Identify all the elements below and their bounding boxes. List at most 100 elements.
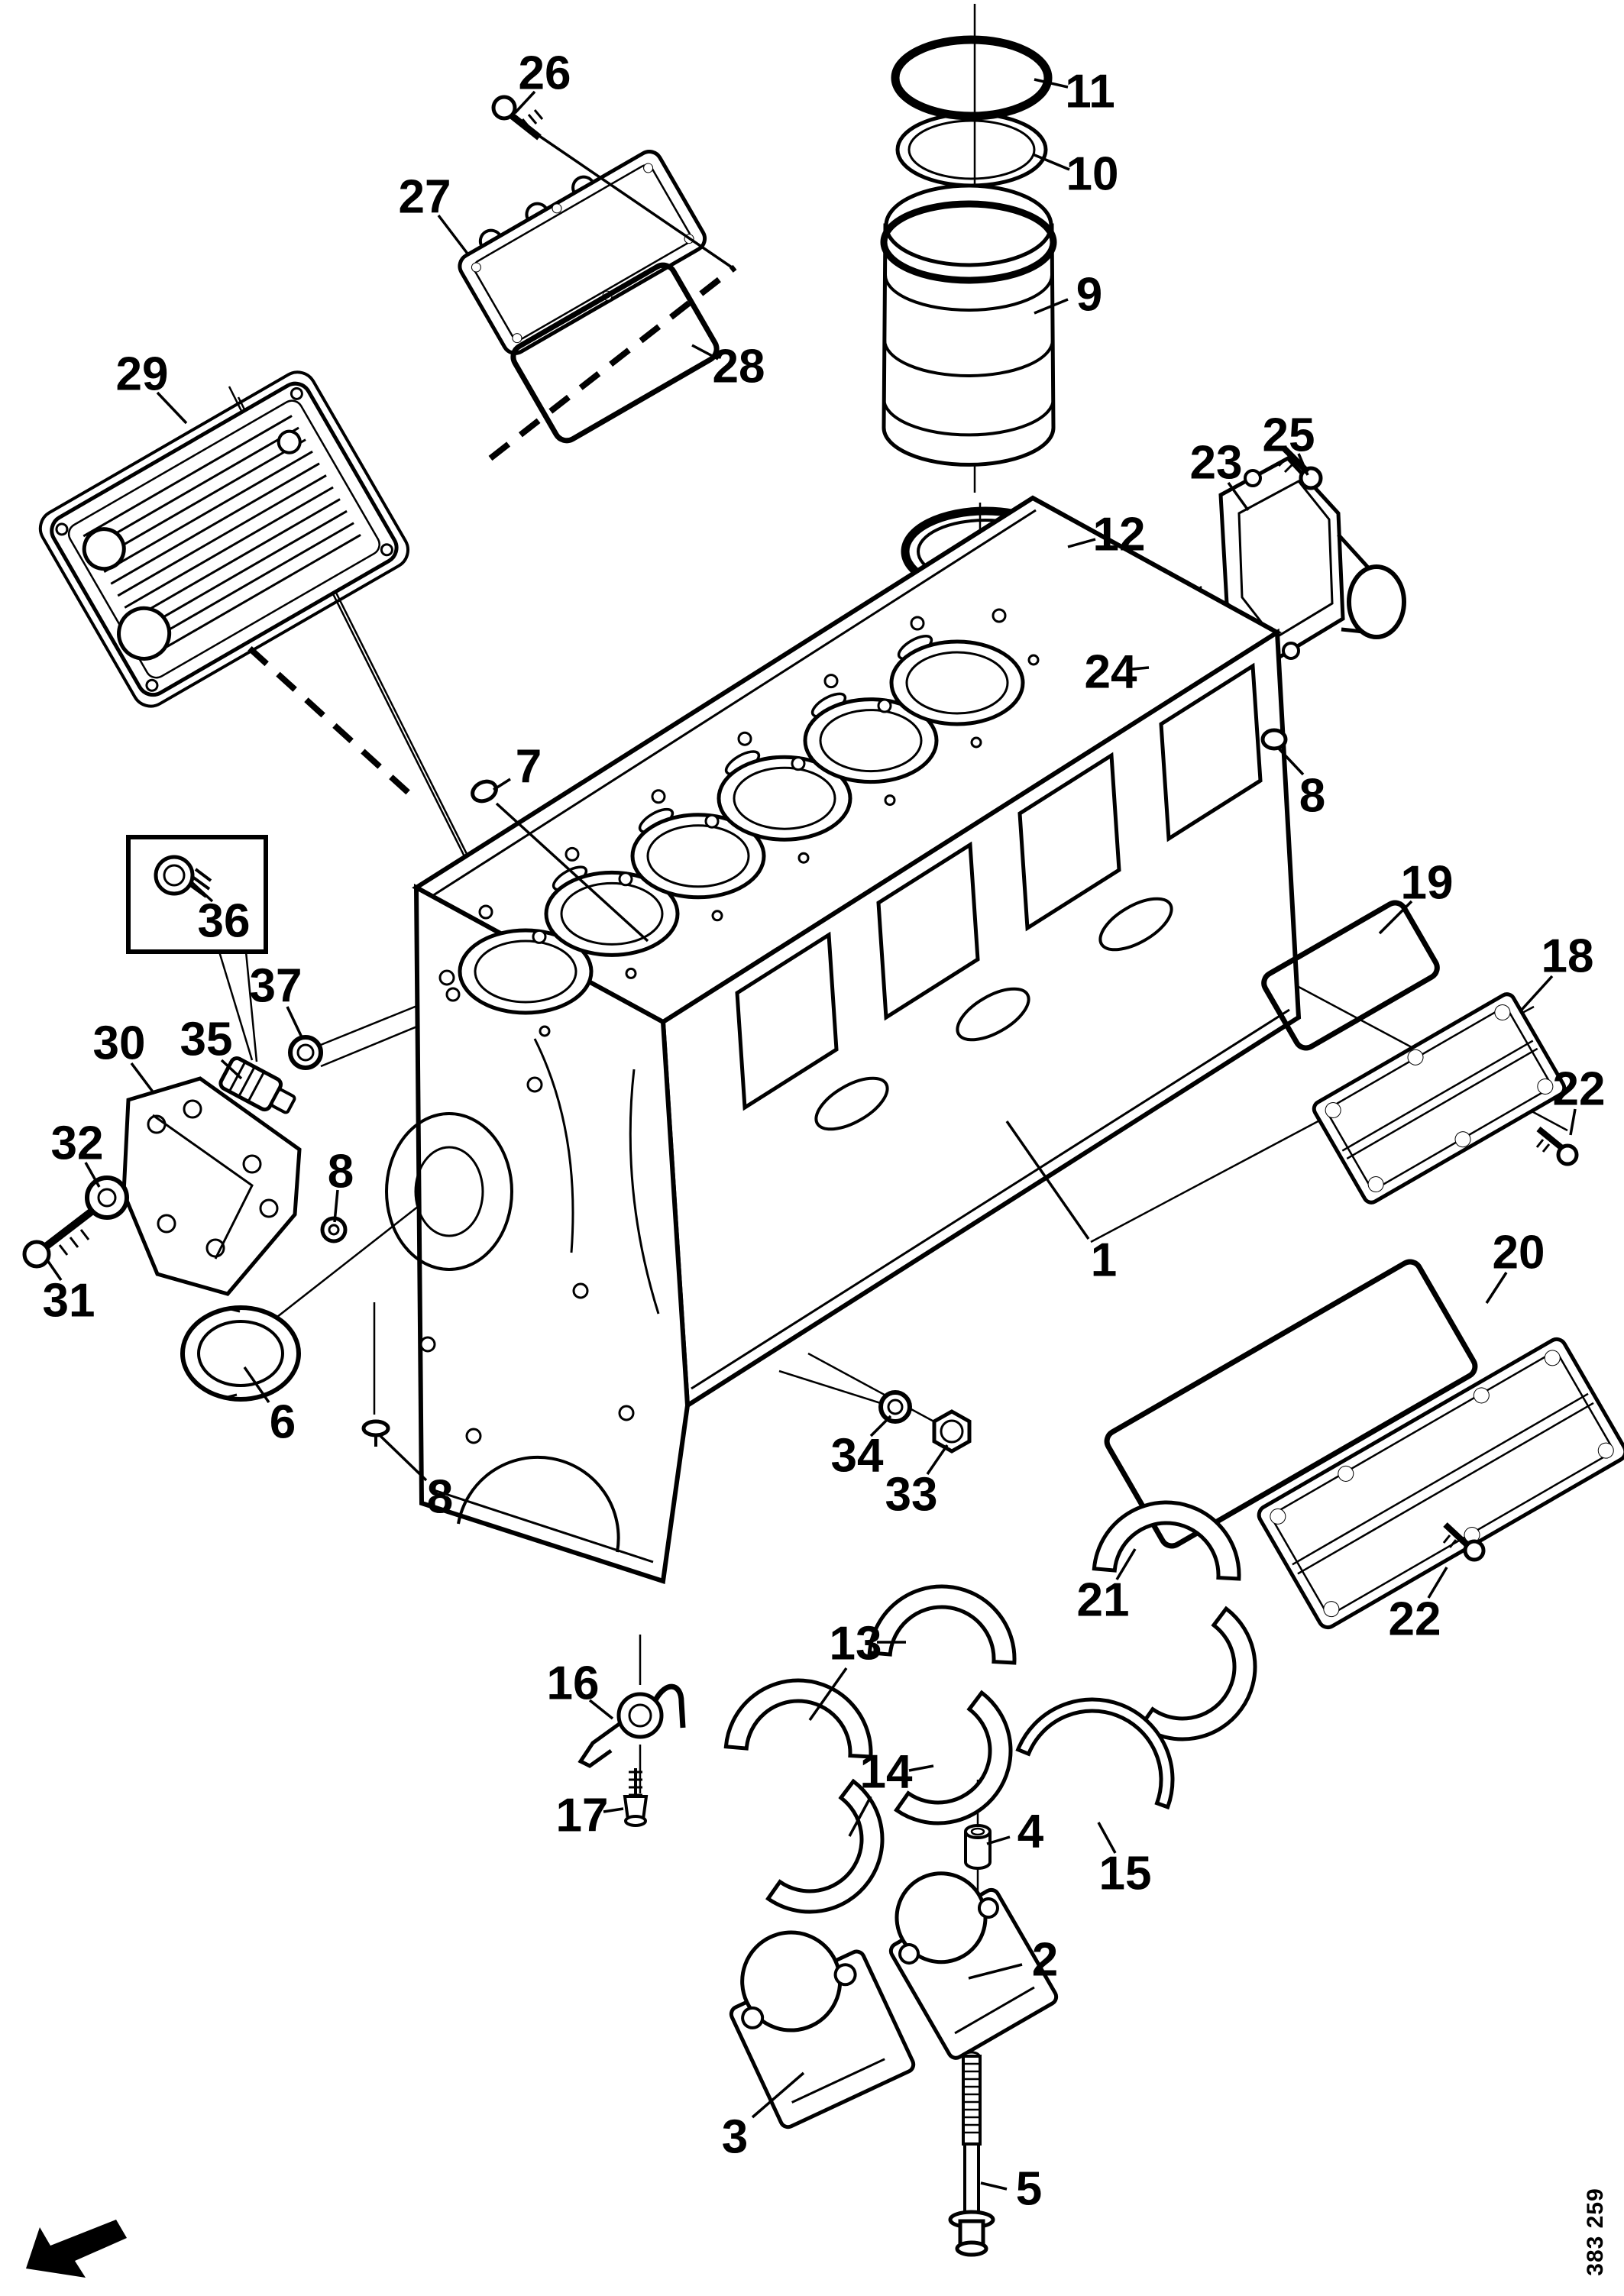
callout-label-15: 15: [1099, 1848, 1152, 1900]
bearing-shell-14-drawing: [1138, 1606, 1257, 1741]
cylinder-bore-inner: [560, 881, 664, 946]
leader-line-5: [980, 2181, 1008, 2191]
deck-bolt-hole: [797, 852, 810, 864]
callout-label-34: 34: [831, 1430, 884, 1483]
callout-label-5: 5: [1016, 2163, 1042, 2216]
seal-ring-11-drawing: [891, 35, 1053, 121]
leader-line-32: [84, 1162, 101, 1188]
leader-line-2: [968, 1963, 1023, 1980]
leader-line-10: [1032, 153, 1070, 171]
callout-label-13: 13: [830, 1618, 882, 1670]
leader-line-8: [379, 1434, 428, 1482]
cylinder-bore: [458, 928, 594, 1015]
deck-bolt-hole: [877, 698, 892, 713]
bearing-cap-3-drawing: [729, 1930, 916, 2129]
bearing-shell-13-drawing: [867, 1584, 1017, 1665]
leader-line-14: [908, 1764, 934, 1772]
callout-label-4: 4: [1017, 1806, 1044, 1858]
plug-36-drawing: [154, 855, 212, 898]
plug-8-right-drawing: [1260, 728, 1288, 751]
side-cover-gasket-21-drawing: [1104, 1259, 1478, 1549]
leader-line-23: [1227, 481, 1250, 512]
callout-label-23: 23: [1190, 437, 1243, 490]
callout-label-19: 19: [1401, 857, 1454, 910]
leader-line-17: [603, 1807, 624, 1813]
cylinder-bore-inner: [474, 939, 577, 1004]
cylinder-bore: [717, 755, 852, 842]
callout-label-7: 7: [516, 741, 542, 794]
leader-line-26: [513, 90, 536, 115]
leader-line-16: [588, 1699, 614, 1720]
cylinder-bore: [803, 697, 939, 784]
bearing-shell-13-drawing: [723, 1678, 873, 1759]
leader-line-37: [286, 1006, 304, 1040]
leader-line-7: [495, 802, 649, 943]
deck-bolt-hole: [565, 846, 580, 862]
leader-line-30: [130, 1062, 156, 1095]
leader-line-20: [1485, 1272, 1508, 1304]
callout-label-18: 18: [1542, 930, 1594, 983]
callout-label-16: 16: [547, 1657, 600, 1710]
leader-line-25: [1297, 453, 1309, 476]
alignment-dashed-line: [488, 264, 737, 461]
deck-bolt-hole: [539, 1025, 551, 1037]
leader-line-15: [1097, 1822, 1117, 1854]
deck-bolt-hole: [737, 731, 752, 746]
leader-line-31: [46, 1260, 63, 1281]
cylinder-bore: [630, 813, 766, 900]
leader-line-12: [1067, 538, 1096, 548]
bolt-22-lower-drawing: [1442, 1522, 1486, 1562]
oil-plug-33-drawing: [932, 1409, 972, 1454]
leader-line-22: [1569, 1108, 1577, 1136]
bearing-shell-14-drawing: [765, 1778, 885, 1914]
deck-bolt-hole: [910, 616, 925, 631]
cylinder-bore-inner: [646, 824, 750, 888]
leader-line-9: [1034, 298, 1069, 315]
cylinder-bore-inner: [733, 766, 836, 830]
callout-label-11: 11: [1065, 66, 1115, 118]
callout-label-10: 10: [1066, 148, 1119, 201]
deck-bolt-hole: [704, 813, 720, 829]
side-cover-18-drawing: [1312, 992, 1567, 1205]
cooler-cover-gasket-drawing: [510, 262, 720, 444]
deck-bolt-hole: [970, 736, 982, 749]
leader-line-33: [926, 1444, 949, 1475]
leader-line-21: [1115, 1548, 1137, 1580]
leader-line-8: [1277, 747, 1305, 776]
bolt-26-drawing: [491, 95, 544, 141]
callout-label-14: 14: [860, 1746, 913, 1799]
deck-bolt-hole: [478, 904, 493, 920]
cylinder-block-drawing: [385, 495, 1302, 1584]
callout-label-6: 6: [270, 1396, 296, 1449]
seal-ring-34-drawing: [878, 1390, 912, 1424]
deck-bolt-hole: [445, 987, 461, 1002]
callout-label-17: 17: [556, 1790, 609, 1842]
deck-bolt-hole: [823, 674, 839, 689]
main-bearing-shells-drawing: [723, 1500, 1257, 1914]
leader-line-19: [1378, 900, 1413, 935]
callout-label-9: 9: [1076, 269, 1102, 322]
construction-line: [807, 1352, 939, 1425]
leader-line-35: [220, 1059, 243, 1080]
detail-box-36: [126, 835, 268, 954]
callout-label-28: 28: [713, 341, 765, 393]
seal-ring-10-drawing: [895, 112, 1048, 188]
thermostat-housing-drawing: [1218, 455, 1406, 661]
construction-line: [244, 951, 258, 1062]
deck-bolt-hole: [1027, 654, 1040, 666]
callout-label-30: 30: [93, 1017, 146, 1070]
callout-label-22: 22: [1389, 1593, 1441, 1646]
callout-label-2: 2: [1032, 1934, 1058, 1987]
callout-label-31: 31: [43, 1275, 95, 1327]
leader-line-6: [243, 1366, 270, 1403]
callout-label-8: 8: [328, 1146, 354, 1198]
sensor-35-drawing: [218, 1056, 296, 1114]
bushing-6-drawing: [180, 1305, 301, 1402]
bolt-22-upper-drawing: [1535, 1126, 1579, 1166]
construction-line: [778, 1370, 884, 1405]
callout-label-8: 8: [1299, 770, 1325, 823]
leader-line-28: [691, 344, 719, 361]
deck-bolt-hole: [711, 910, 723, 922]
callout-label-32: 32: [51, 1117, 104, 1170]
